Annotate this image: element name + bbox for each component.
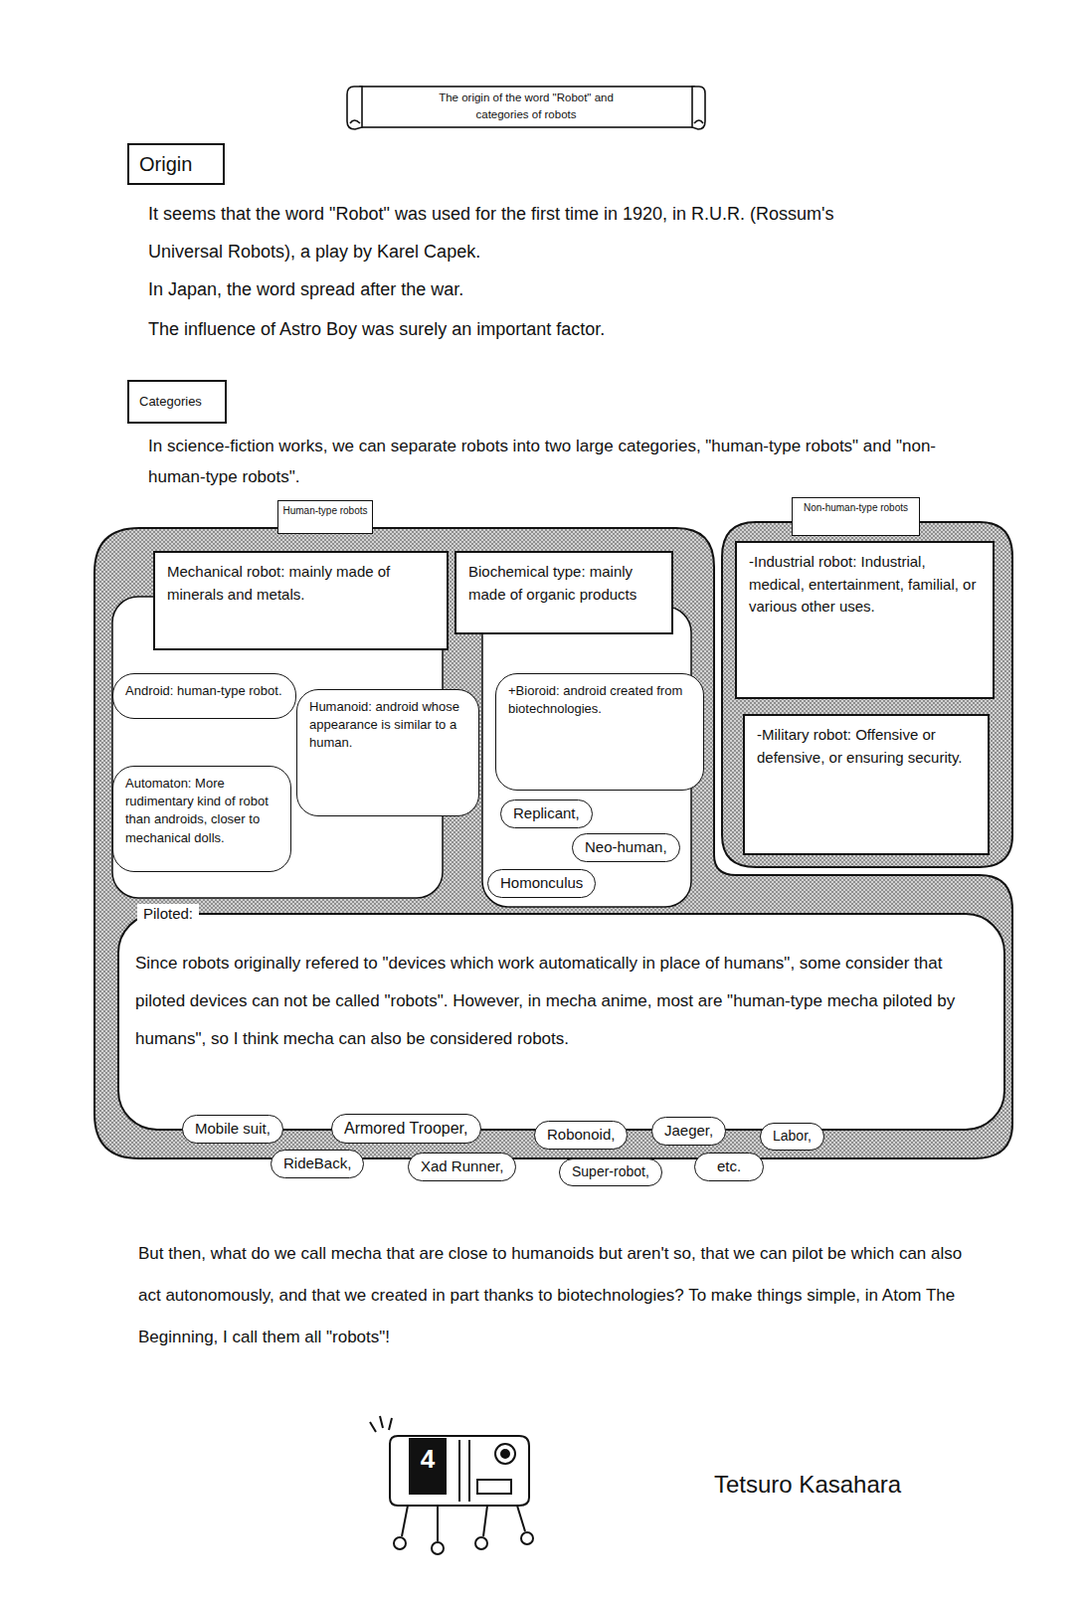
term-pill: Neo-human,	[571, 833, 681, 863]
example-pill: RideBack,	[270, 1149, 364, 1179]
node-text: -Military robot: Offensive or defensive,…	[756, 724, 976, 769]
heading-box: Categories	[127, 379, 227, 424]
example-pill: Mobile suit,	[181, 1114, 284, 1144]
node-text: Jaeger,	[664, 1121, 714, 1141]
term-bubble: Humanoid: android whose appearance is si…	[296, 689, 480, 817]
region-heading: Piloted:	[137, 904, 199, 924]
node-text: Armored Trooper,	[344, 1118, 469, 1139]
non-human-type-band	[722, 522, 1013, 868]
node-text: Replicant,	[513, 804, 580, 824]
node-text: Humanoid: android whose appearance is si…	[309, 698, 467, 753]
robot-wheel	[393, 1537, 406, 1550]
term-bubble: Automaton: More rudimentary kind of robo…	[112, 765, 292, 873]
robot-eye	[495, 1444, 516, 1464]
example-pill: Robonoid,	[534, 1120, 628, 1150]
region-tab: Non-human-type robots	[791, 497, 920, 537]
example-pill: Armored Trooper,	[331, 1113, 482, 1144]
scroll-curl	[347, 86, 363, 130]
scroll-banner	[347, 86, 706, 130]
piloted-region: Piloted:Since robots originally refered …	[117, 912, 1006, 1131]
category-box: Mechanical robot: mainly made of mineral…	[153, 550, 449, 651]
scroll-curl-line	[350, 120, 361, 124]
robot-legs	[401, 1505, 526, 1542]
robot-number: 4	[409, 1444, 446, 1474]
body-text: The influence of Astro Boy was surely an…	[148, 310, 865, 349]
robot-wheel	[431, 1542, 444, 1555]
body-text: In Japan, the word spread after the war.	[148, 270, 865, 309]
scroll-curl	[692, 86, 706, 130]
category-box: -Military robot: Offensive or defensive,…	[742, 714, 990, 856]
robot-illustration	[369, 1416, 534, 1555]
node-text: Mechanical robot: mainly made of mineral…	[167, 560, 435, 606]
category-box: -Industrial robot: Industrial, medical, …	[734, 541, 995, 700]
signature: Tetsuro Kasahara	[714, 1469, 902, 1500]
human-type-band	[94, 528, 1013, 1159]
node-text: Robonoid,	[546, 1125, 615, 1145]
robot-motion-marks	[369, 1416, 392, 1433]
node-text: etc.	[707, 1157, 751, 1177]
body-text: In science-fiction works, we can separat…	[148, 430, 974, 493]
robot-wheel	[475, 1537, 488, 1550]
robot-number-panel	[409, 1439, 446, 1494]
node-text: Since robots originally refered to "devi…	[135, 944, 980, 1059]
node-text: Mobile suit,	[194, 1119, 271, 1139]
body-text: It seems that the word "Robot" was used …	[148, 194, 865, 271]
scroll-curl-line	[694, 120, 704, 124]
node-text: Biochemical type: mainly made of organic…	[468, 560, 660, 606]
node-text: Neo-human,	[584, 838, 668, 858]
example-pill: Labor,	[759, 1122, 825, 1151]
node-text: Super-robot,	[571, 1163, 650, 1182]
example-pill: Super-robot,	[558, 1158, 663, 1187]
node-text: Categories	[139, 391, 215, 412]
node-text: Android: human-type robot.	[125, 682, 284, 701]
robot-body	[389, 1436, 530, 1506]
term-pill: Homonculus	[487, 869, 596, 899]
category-box: Biochemical type: mainly made of organic…	[454, 550, 674, 635]
node-text: Origin	[139, 149, 213, 180]
region-tab: Human-type robots	[277, 500, 373, 535]
term-pill: Replicant,	[500, 799, 593, 829]
node-text: Homonculus	[500, 874, 583, 894]
robot-pupil	[501, 1450, 510, 1458]
robot-stripe	[468, 1440, 471, 1502]
scroll-body	[360, 86, 695, 128]
category-region: Non-human-type robots -Industrial robot: …	[722, 497, 1013, 868]
robot-wheel	[521, 1532, 534, 1545]
node-text: Xad Runner,	[420, 1157, 504, 1177]
example-pill: Jaeger,	[651, 1116, 727, 1146]
robot-vent	[477, 1479, 512, 1494]
node-text: Automaton: More rudimentary kind of robo…	[125, 774, 279, 848]
title-text: The origin of the word "Robot" and categ…	[411, 89, 641, 124]
node-text: Labor,	[772, 1127, 812, 1146]
node-text: -Industrial robot: Industrial, medical, …	[748, 550, 981, 619]
node-text: RideBack,	[283, 1154, 352, 1174]
term-bubble: +Bioroid: android created from biotechno…	[495, 673, 705, 791]
body-text: But then, what do we call mecha that are…	[138, 1233, 964, 1359]
node-text: +Bioroid: android created from biotechno…	[508, 682, 692, 719]
heading-box: Origin	[127, 143, 225, 185]
example-pill: Xad Runner,	[407, 1152, 517, 1182]
example-pill: etc.	[694, 1152, 764, 1182]
term-bubble: Android: human-type robot.	[112, 673, 297, 720]
robot-stripe	[458, 1440, 461, 1502]
